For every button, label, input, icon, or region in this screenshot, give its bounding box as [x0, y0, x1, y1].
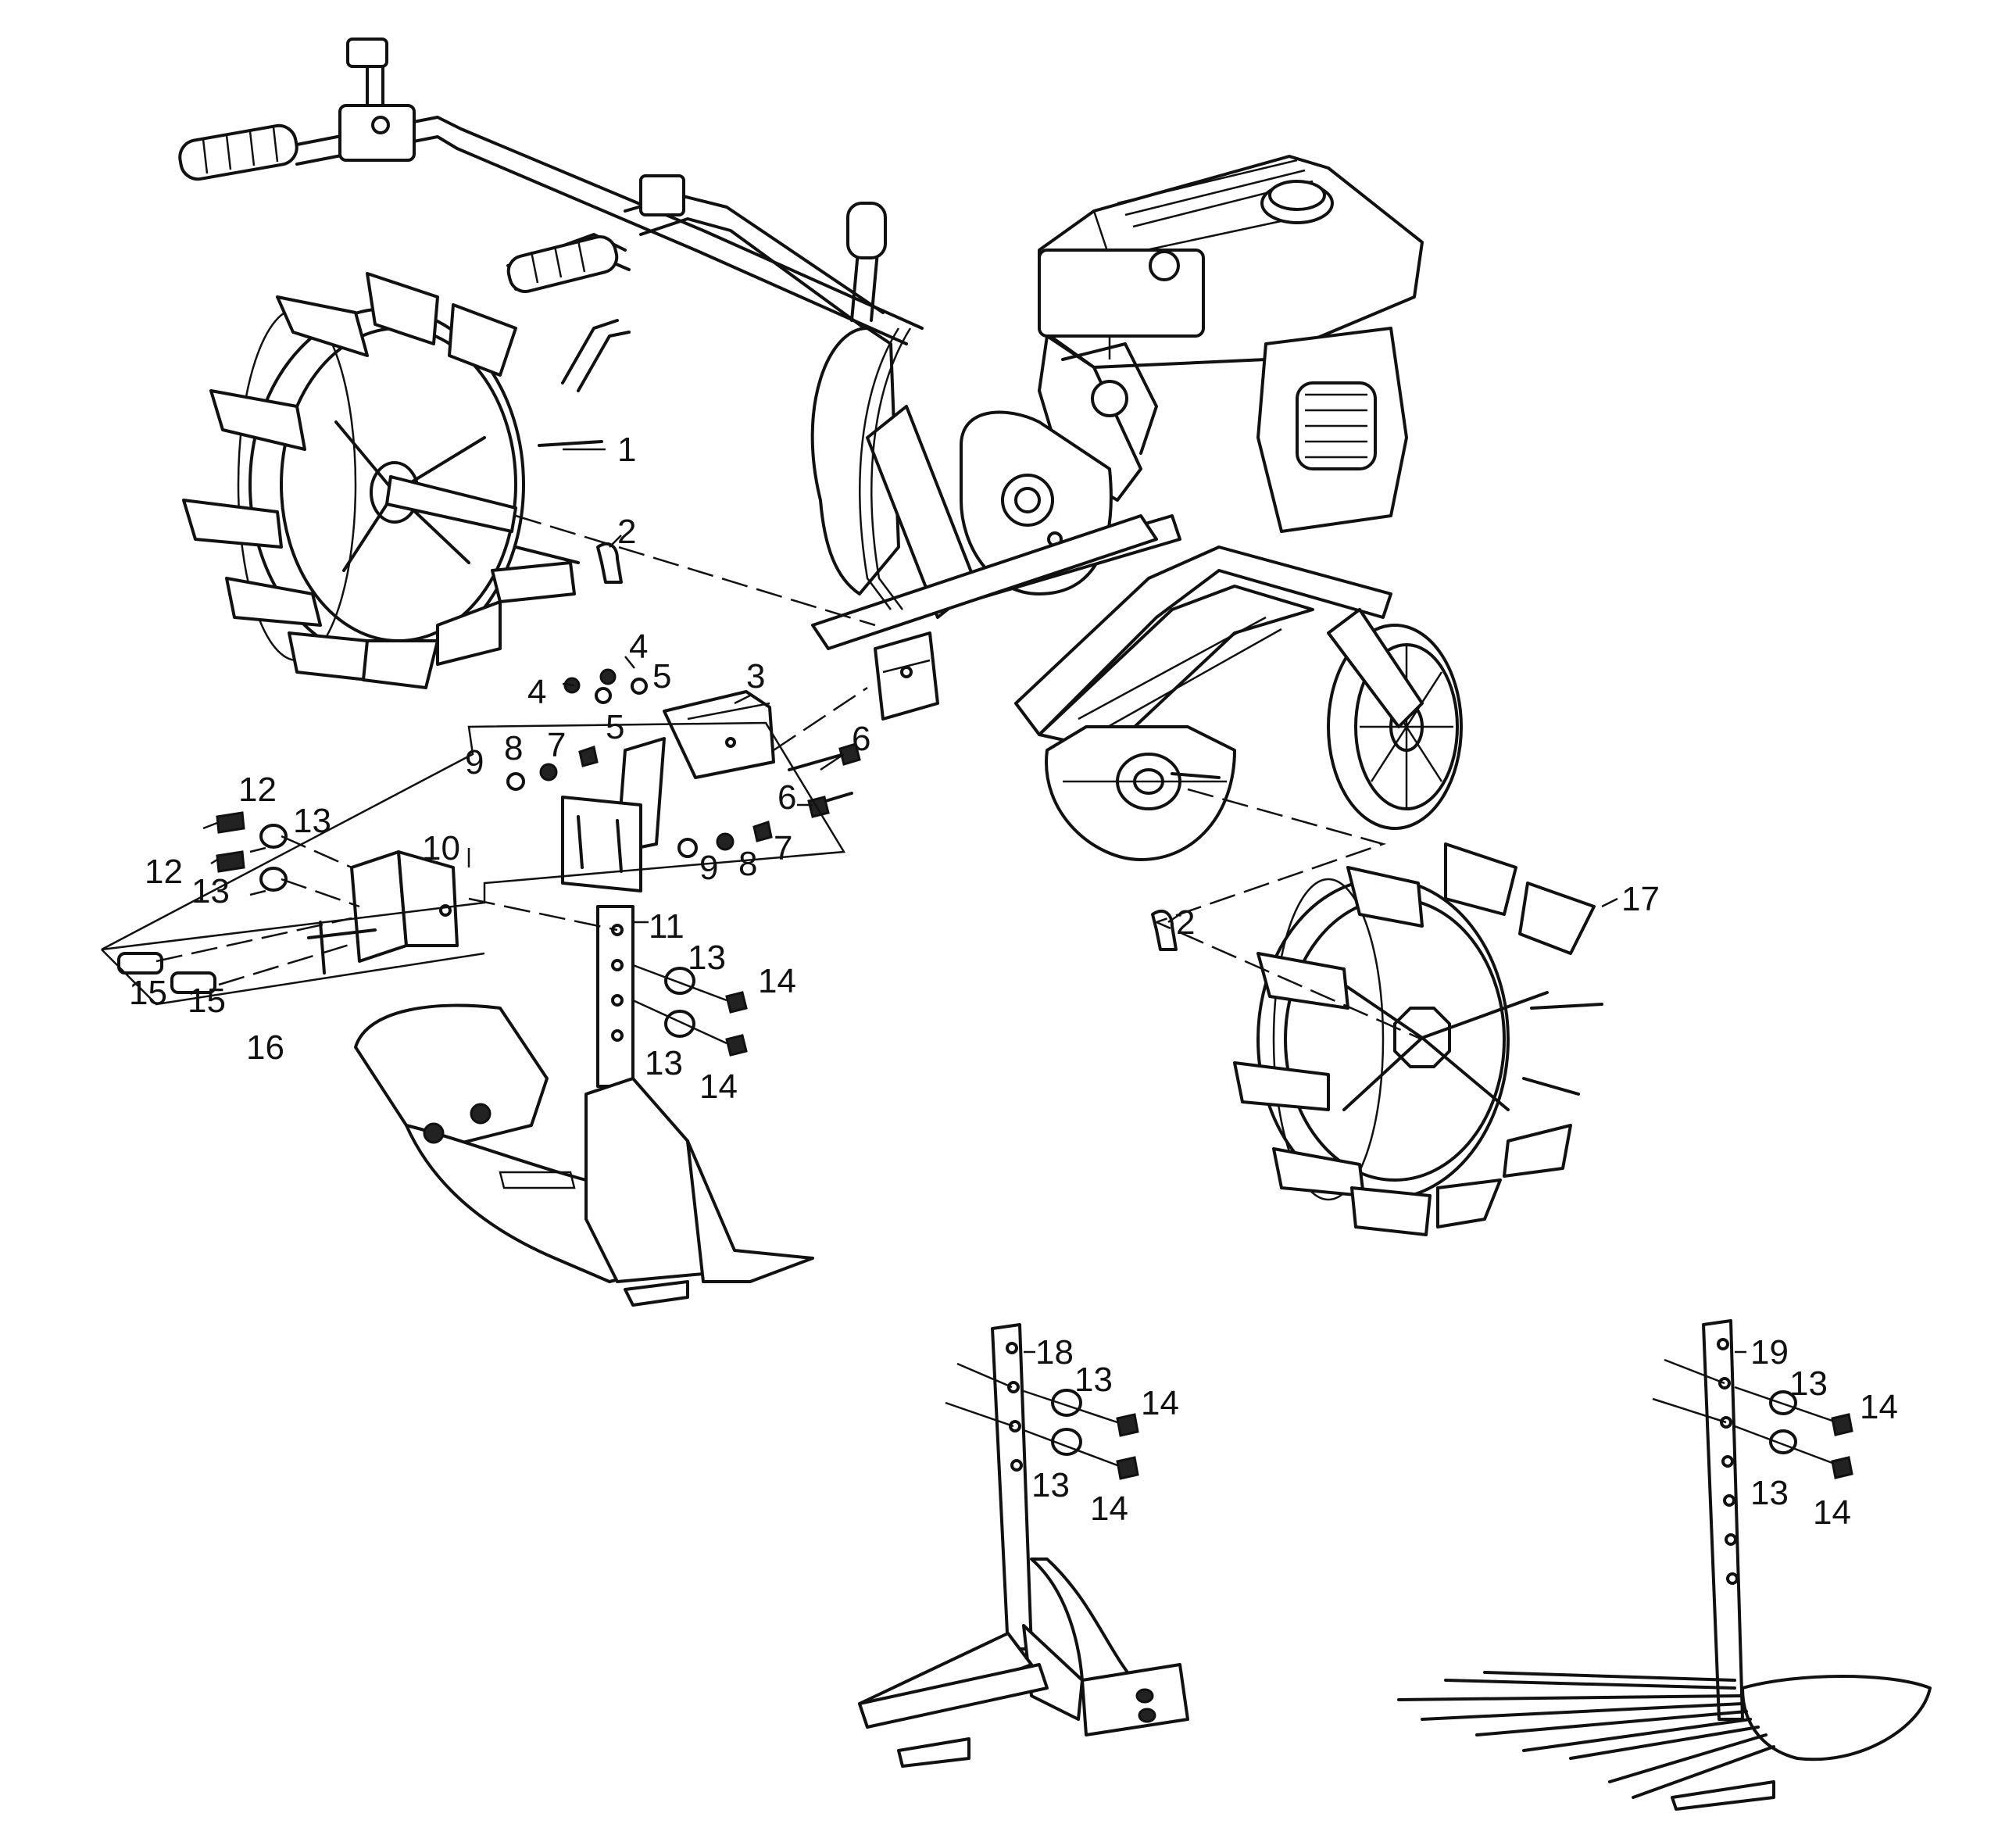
handlebar-assembly [178, 38, 924, 392]
callout-8: 8 [738, 845, 757, 883]
callout-1: 1 [617, 431, 636, 469]
callout-13: 13 [688, 939, 726, 977]
callout-19: 19 [1750, 1333, 1789, 1372]
engine [1038, 155, 1424, 533]
callout-9: 9 [465, 743, 484, 781]
tool-18-furrower [858, 1323, 1189, 1768]
callout-15: 15 [188, 982, 226, 1020]
leader-lines [202, 448, 1746, 1354]
hitch-assembly [101, 668, 861, 1307]
callout-14: 14 [699, 1068, 738, 1106]
lynch-pins [596, 542, 1178, 951]
callout-11: 11 [649, 907, 685, 946]
callout-8: 8 [504, 729, 523, 767]
wheel-right [1233, 842, 1603, 1236]
callout-4: 4 [629, 628, 648, 666]
callout-14: 14 [758, 962, 796, 1000]
callout-3: 3 [746, 657, 765, 696]
callout-14: 14 [1090, 1490, 1128, 1528]
callout-2: 2 [617, 513, 636, 551]
tool-19-rake [1397, 1319, 1932, 1811]
callout-labels: 1 2 2 3 4 4 5 5 6 6 7 7 8 8 9 9 10 11 12… [129, 431, 1898, 1532]
callout-13: 13 [645, 1044, 683, 1082]
callout-5: 5 [652, 657, 671, 696]
callout-15: 15 [129, 974, 167, 1012]
callout-7: 7 [547, 726, 566, 764]
assembly-lines [155, 514, 1833, 1467]
callout-13: 13 [293, 802, 331, 840]
callout-9: 9 [699, 849, 718, 887]
callout-16: 16 [246, 1028, 284, 1067]
chassis [810, 327, 1463, 861]
callout-18: 18 [1035, 1333, 1074, 1372]
callout-13: 13 [1789, 1364, 1828, 1403]
callout-17: 17 [1621, 880, 1660, 918]
callout-13: 13 [1074, 1361, 1113, 1399]
callout-4: 4 [527, 673, 546, 711]
callout-6: 6 [852, 720, 870, 758]
callout-14: 14 [1860, 1388, 1898, 1426]
callout-5: 5 [606, 708, 624, 746]
callout-7: 7 [774, 829, 792, 867]
callout-14: 14 [1813, 1493, 1851, 1532]
callout-14: 14 [1141, 1384, 1179, 1422]
callout-12: 12 [145, 853, 183, 891]
callout-6: 6 [777, 778, 796, 817]
callout-2: 2 [1176, 903, 1195, 942]
callout-13: 13 [191, 872, 230, 910]
wheel-left [182, 272, 603, 689]
callout-12: 12 [238, 771, 277, 809]
callout-13: 13 [1031, 1466, 1070, 1504]
callout-10: 10 [422, 829, 460, 867]
callout-13: 13 [1750, 1474, 1789, 1512]
